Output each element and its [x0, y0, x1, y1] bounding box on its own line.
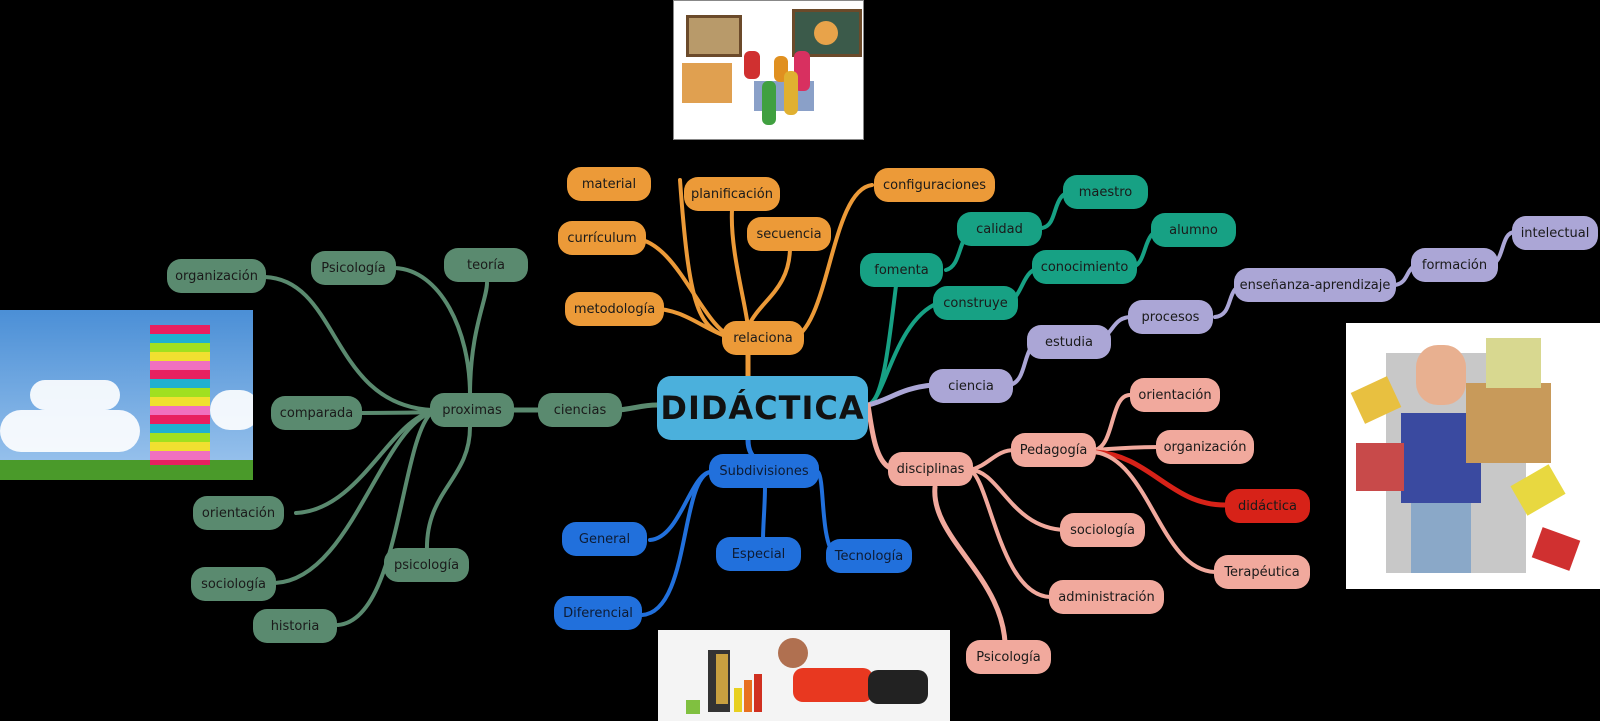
node-ciencias[interactable]: ciencias [538, 393, 622, 427]
node-teoria[interactable]: teoría [444, 248, 528, 282]
node-comparada[interactable]: comparada [271, 396, 362, 430]
node-curriculum[interactable]: currículum [558, 221, 646, 255]
child-learning-laptop [658, 630, 950, 721]
node-tecnologia[interactable]: Tecnología [826, 539, 912, 573]
node-historia[interactable]: historia [253, 609, 337, 643]
node-configuraciones[interactable]: configuraciones [874, 168, 995, 202]
root-node-didactica[interactable]: DIDÁCTICA [657, 376, 868, 440]
node-formacion[interactable]: formación [1411, 248, 1498, 282]
node-general[interactable]: General [562, 522, 647, 556]
classroom-illustration [673, 0, 864, 140]
node-diferencial[interactable]: Diferencial [554, 596, 642, 630]
node-relaciona[interactable]: relaciona [722, 321, 804, 355]
node-subdivisiones[interactable]: Subdivisiones [709, 454, 819, 488]
node-proximas[interactable]: proximas [430, 393, 514, 427]
node-construye[interactable]: construye [933, 286, 1018, 320]
node-alumno[interactable]: alumno [1151, 213, 1236, 247]
node-ensenanza-aprendizaje[interactable]: enseñanza-aprendizaje [1234, 268, 1396, 302]
node-sociologia-pink[interactable]: sociología [1060, 513, 1145, 547]
man-holding-boxes [1346, 323, 1600, 589]
node-organizacion-pink[interactable]: organización [1156, 430, 1254, 464]
node-intelectual[interactable]: intelectual [1512, 216, 1598, 250]
node-sociologia-green[interactable]: sociología [191, 567, 276, 601]
node-psicologia-top[interactable]: Psicología [311, 251, 396, 285]
node-pedagogia[interactable]: Pedagogía [1011, 433, 1096, 467]
node-secuencia[interactable]: secuencia [747, 217, 831, 251]
node-terapeutica[interactable]: Terapéutica [1214, 555, 1310, 589]
node-metodologia[interactable]: metodología [565, 292, 664, 326]
node-psicologia-pink[interactable]: Psicología [966, 640, 1051, 674]
node-calidad[interactable]: calidad [957, 212, 1042, 246]
node-orientacion-green[interactable]: orientación [193, 496, 284, 530]
node-planificacion[interactable]: planificación [684, 177, 780, 211]
node-disciplinas[interactable]: disciplinas [888, 452, 973, 486]
node-administracion[interactable]: administración [1049, 580, 1164, 614]
node-fomenta[interactable]: fomenta [860, 253, 943, 287]
stack-of-books [0, 310, 253, 480]
node-material[interactable]: material [567, 167, 651, 201]
node-estudia[interactable]: estudia [1027, 325, 1111, 359]
node-organizacion-green[interactable]: organización [167, 259, 266, 293]
node-orientacion[interactable]: orientación [1130, 378, 1220, 412]
node-ciencia[interactable]: ciencia [929, 369, 1013, 403]
node-didactica-highlight[interactable]: didáctica [1225, 489, 1310, 523]
node-especial[interactable]: Especial [716, 537, 801, 571]
node-procesos[interactable]: procesos [1128, 300, 1213, 334]
node-psicologia-bottom[interactable]: psicología [384, 548, 469, 582]
node-maestro[interactable]: maestro [1063, 175, 1148, 209]
node-conocimiento[interactable]: conocimiento [1032, 250, 1137, 284]
